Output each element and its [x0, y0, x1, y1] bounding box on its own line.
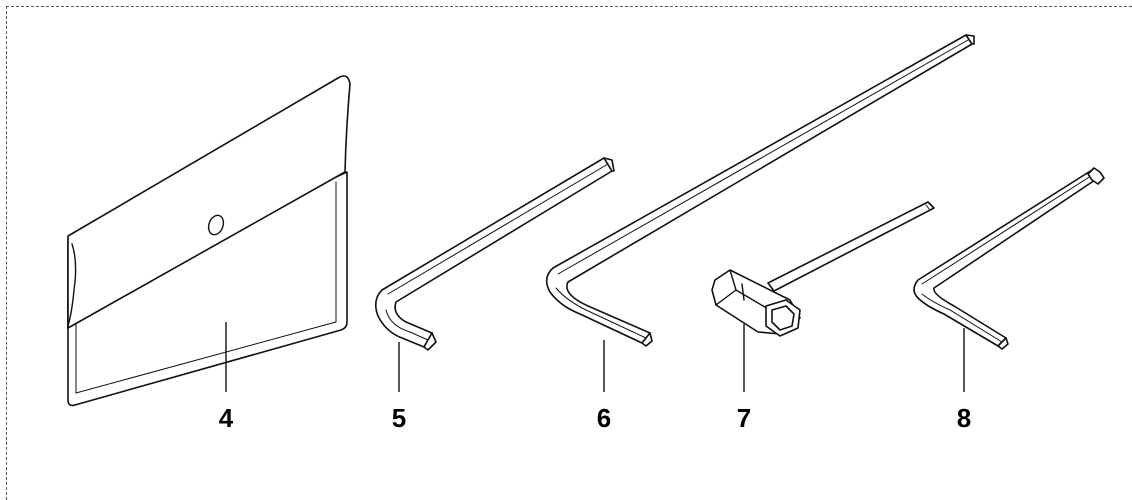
dashed-frame: [6, 6, 1132, 500]
tool-pouch-icon: [67, 75, 351, 407]
allen-key-long-icon: [545, 34, 975, 347]
callout-5: 5: [392, 403, 406, 433]
allen-key-short-icon: [374, 157, 615, 351]
callout-7: 7: [737, 403, 751, 433]
callout-4: 4: [219, 403, 234, 433]
callout-8: 8: [957, 403, 971, 433]
torx-key-icon: [913, 167, 1105, 350]
callout-6: 6: [597, 403, 611, 433]
spark-plug-socket-wrench-icon: [711, 201, 935, 337]
